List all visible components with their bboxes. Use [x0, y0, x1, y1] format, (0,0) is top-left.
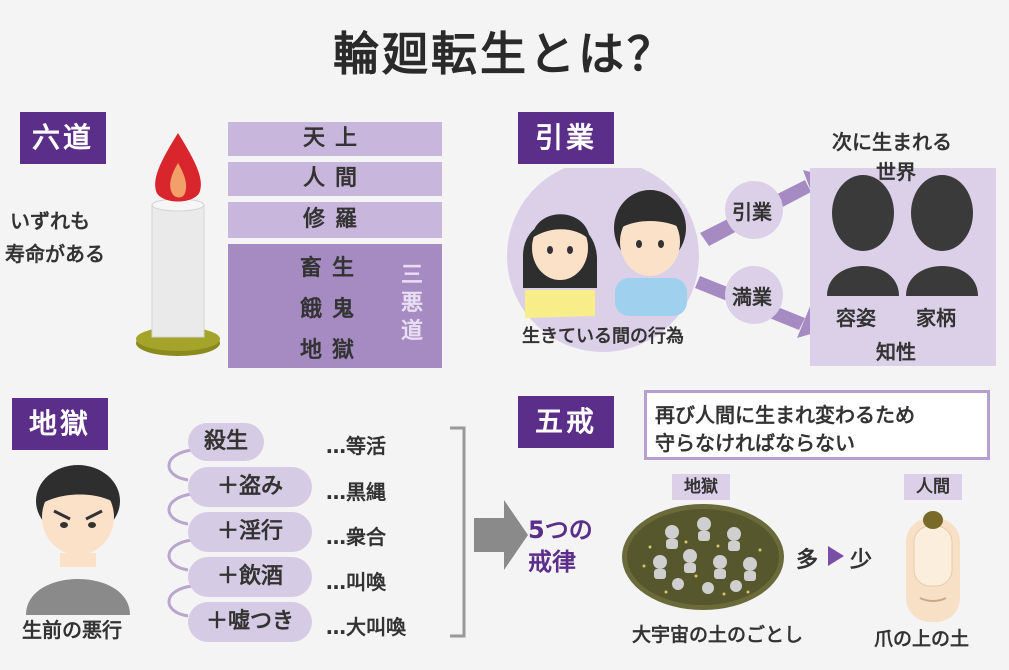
human-tag: 人間 [904, 474, 962, 500]
attr-appearance: 容姿 [836, 306, 876, 330]
sin-lying: ＋嘘つき [188, 602, 312, 642]
realm-chikusho: 畜生 [300, 256, 365, 281]
realm-ningen: 人間 [228, 162, 442, 196]
rokudo-tag: 六道 [20, 112, 106, 164]
man-icon [614, 190, 687, 316]
page-title: 輪廻転生とは？ [333, 27, 676, 81]
hell-tag: 地獄 [672, 474, 730, 500]
hell-toukatsu: …等活 [326, 434, 386, 458]
sin-drinking: ＋飲酒 [188, 557, 312, 597]
many-label: 多 [796, 548, 819, 573]
hell-kyoukan: …叫喚 [326, 570, 386, 594]
bracket-arrow-icon [450, 426, 528, 638]
rokudo-note-line2: 寿命がある [5, 242, 105, 266]
precepts-line1: 5つの [528, 516, 593, 544]
attr-intelligence: 知性 [876, 340, 916, 364]
sanakudo-label: 三悪道 [400, 263, 423, 344]
three-evil-realms-box: 畜生 餓鬼 地獄 三悪道 [228, 244, 442, 368]
realm-jigoku: 地獄 [300, 338, 365, 363]
sin-arrows-icon [167, 448, 193, 618]
few-label: 少 [850, 548, 873, 573]
realm-tenjo: 天上 [228, 122, 442, 156]
sin-stealing: ＋盗み [188, 467, 312, 507]
attr-family: 家柄 [916, 306, 956, 330]
arrow-label-ingou: 引業 [732, 200, 772, 224]
hell-kokujou: …黒縄 [326, 480, 386, 504]
evil-face-icon [26, 465, 130, 615]
people-caption: 生きている間の行為 [522, 326, 684, 347]
cosmic-soil-icon [622, 504, 784, 610]
play-arrow-icon [828, 546, 844, 566]
ingou-tag: 引業 [518, 112, 614, 164]
gokai-note-line2: 守らなければならない [655, 431, 855, 455]
gokai-note-line1: 再び人間に生まれ変わるため [655, 403, 915, 427]
sin-adultery: ＋淫行 [188, 512, 312, 552]
realm-shura: 修羅 [228, 202, 442, 238]
silhouettes-icon [827, 175, 978, 296]
jigoku-tag: 地獄 [12, 398, 108, 450]
woman-icon [523, 214, 597, 318]
next-world-line2: 世界 [876, 160, 916, 184]
ingou-diagram [507, 168, 996, 366]
realm-gaki: 餓鬼 [300, 297, 365, 322]
gokai-note-box: 再び人間に生まれ変わるため 守らなければならない [644, 390, 990, 460]
jigoku-caption: 生前の悪行 [22, 618, 122, 642]
sin-killing: 殺生 [188, 423, 264, 461]
arrow-label-mangou: 満業 [732, 285, 772, 309]
precepts-line2: 戒律 [528, 548, 576, 576]
human-caption: 爪の上の土 [874, 628, 970, 650]
candle-icon [136, 133, 220, 356]
hell-shugou: …衆合 [326, 525, 386, 549]
hell-caption: 大宇宙の土のごとし [632, 624, 804, 646]
next-world-line1: 次に生まれる [832, 130, 952, 154]
gokai-tag: 五戒 [518, 396, 614, 448]
rokudo-note-line1: いずれも [10, 209, 90, 233]
fingernail-icon [906, 511, 960, 622]
hell-daikyoukan: …大叫喚 [326, 615, 406, 639]
